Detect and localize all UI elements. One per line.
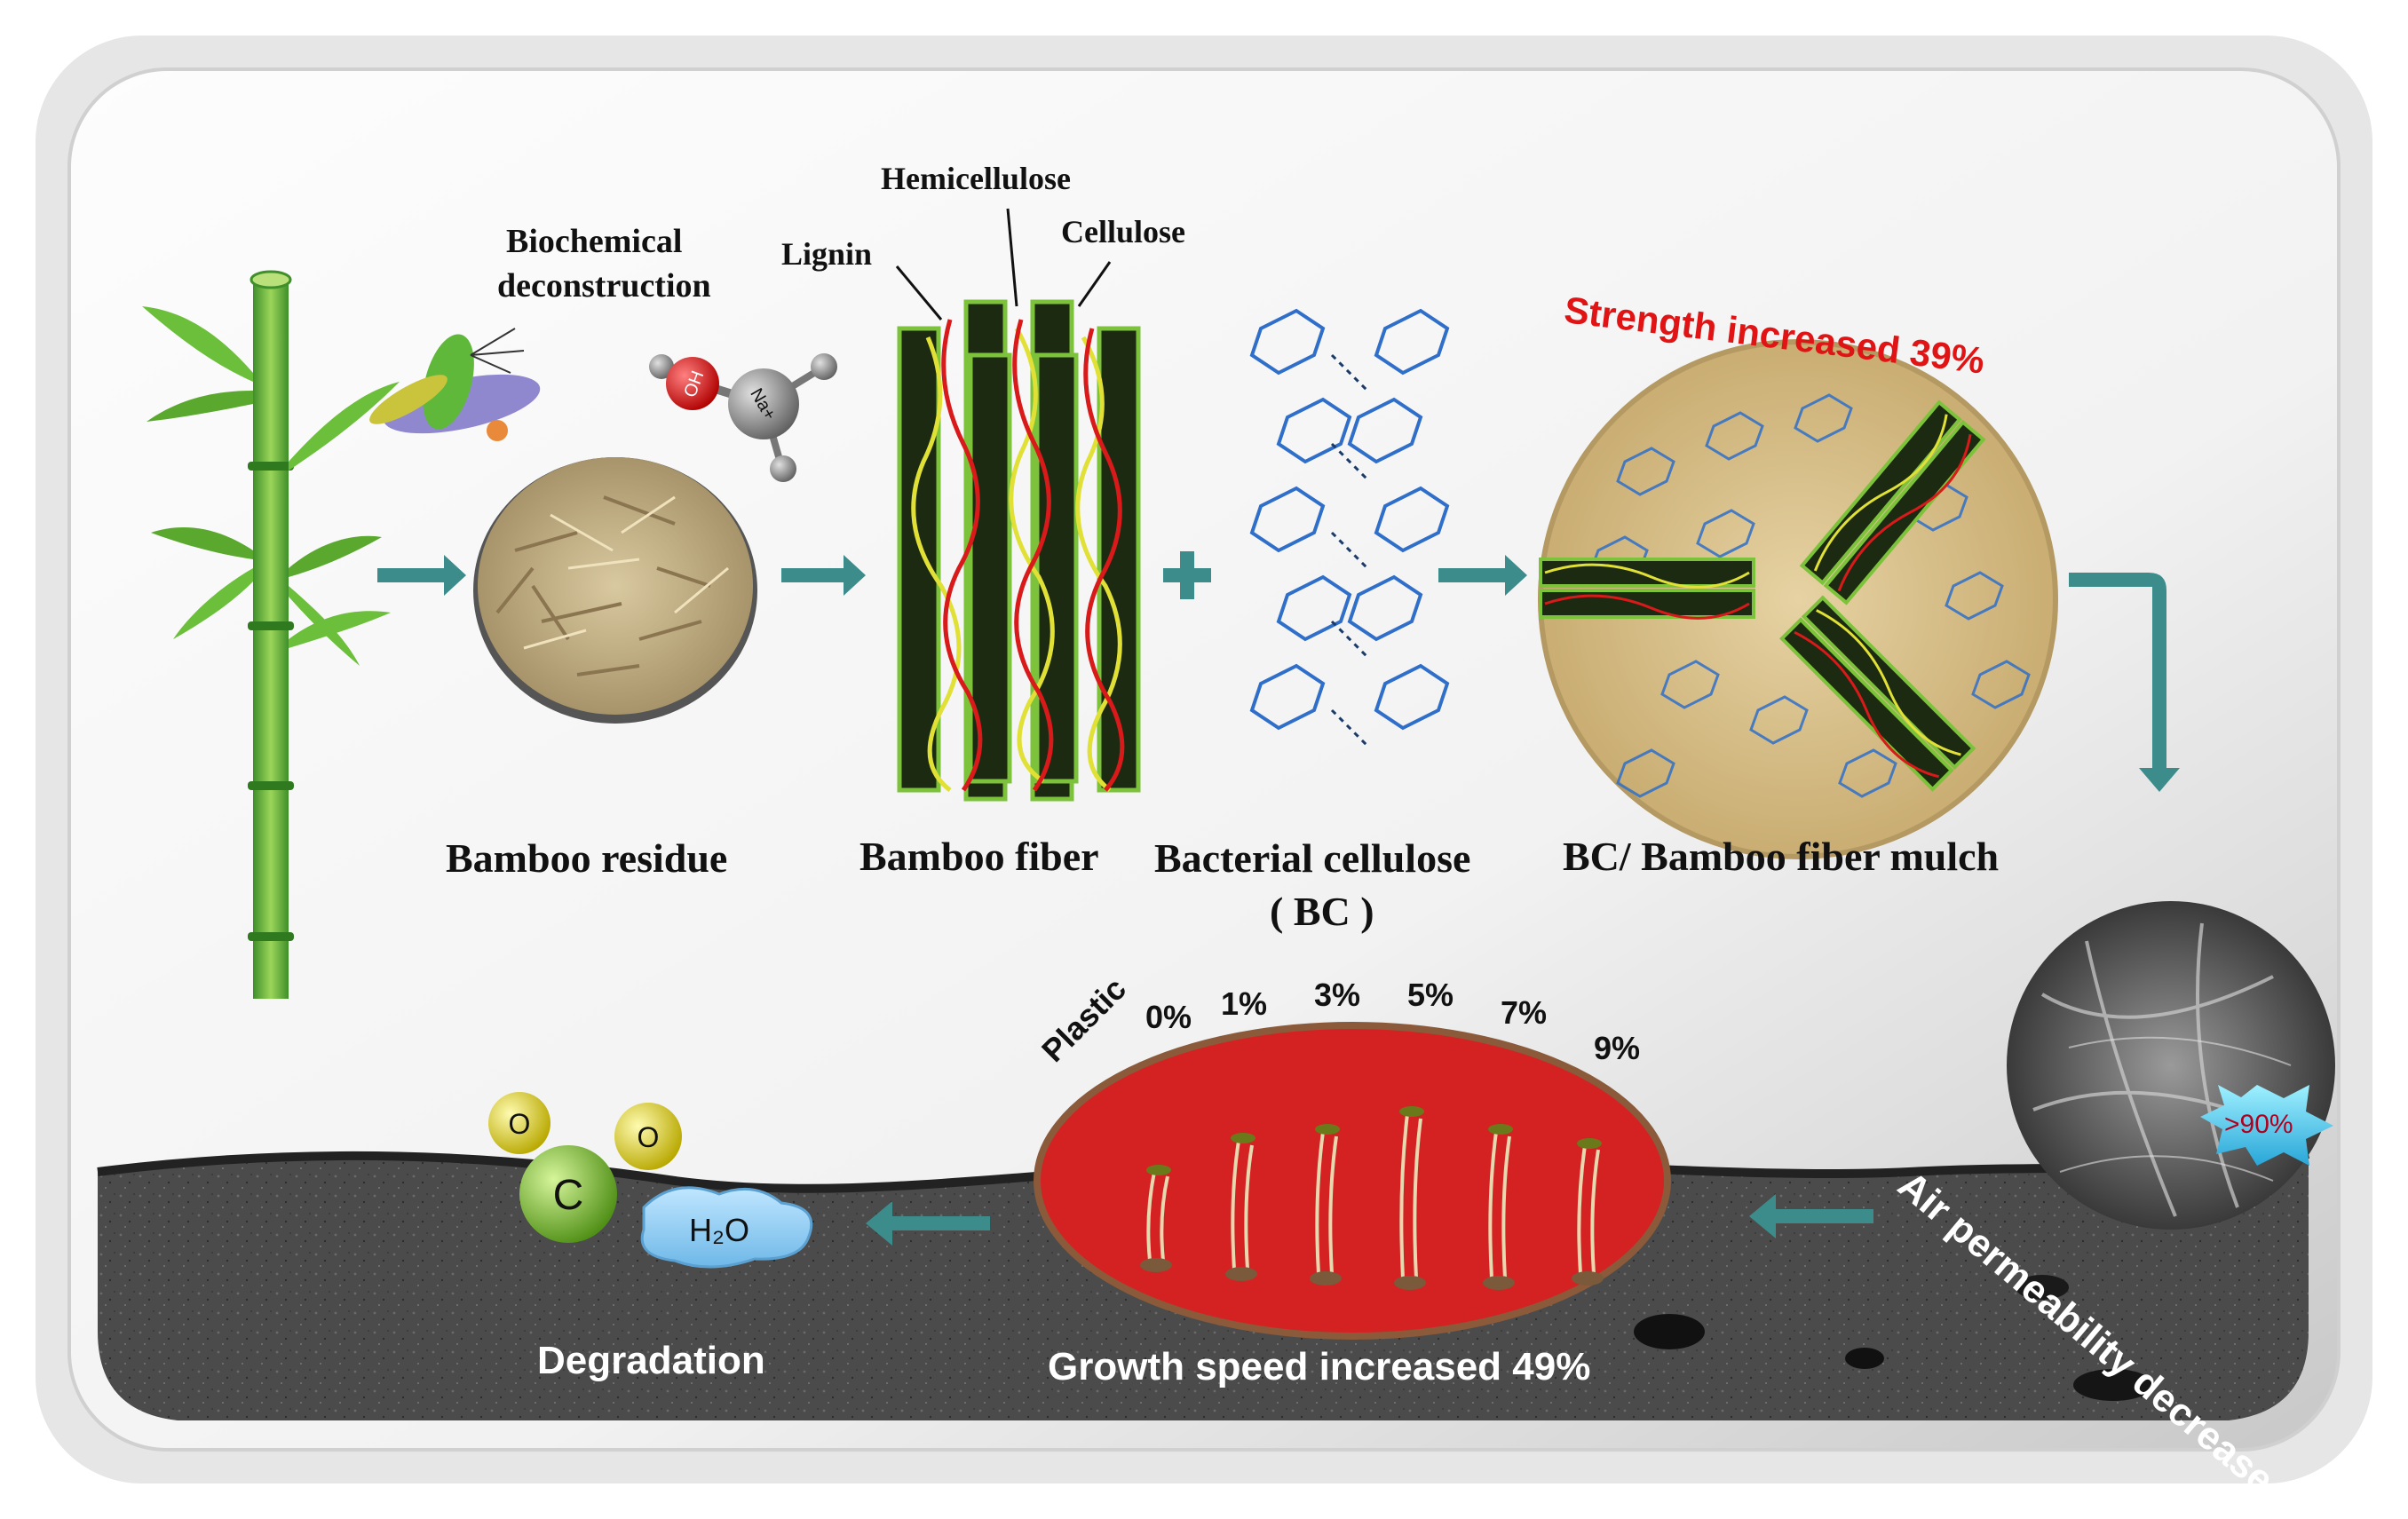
label-mulch: BC/ Bamboo fiber mulch	[1563, 833, 1999, 880]
treatment-label-5: 5%	[1407, 977, 1454, 1014]
label-bc-abbrev: ( BC )	[1270, 888, 1374, 935]
label-bamboo-fiber: Bamboo fiber	[859, 833, 1099, 880]
label-bamboo-residue: Bamboo residue	[446, 835, 727, 882]
treatment-label-0: 0%	[1145, 999, 1192, 1036]
treatment-label-1: 1%	[1221, 985, 1267, 1023]
treatment-label-9: 9%	[1594, 1030, 1640, 1067]
label-bacterial-cellulose: Bacterial cellulose	[1154, 835, 1470, 882]
treatment-label-7: 7%	[1501, 994, 1547, 1032]
label-degradation: Degradation	[537, 1339, 765, 1383]
treatment-label-3: 3%	[1314, 977, 1360, 1014]
label-growth: Growth speed increased 49%	[1048, 1345, 1590, 1389]
label-burst-90: >90%	[2224, 1110, 2293, 1140]
